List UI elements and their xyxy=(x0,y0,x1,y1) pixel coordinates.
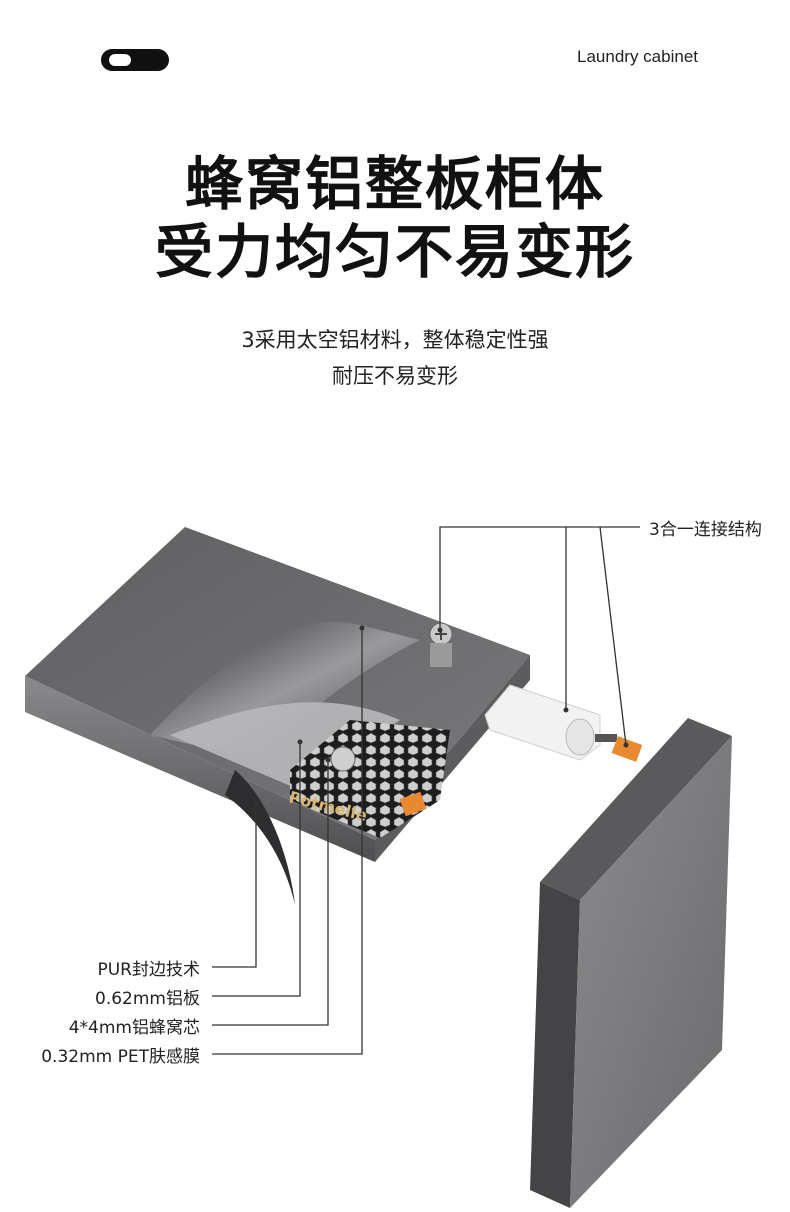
toggle-pill-icon xyxy=(101,49,169,71)
cam-connector xyxy=(484,684,643,762)
callout-pet-film: 0.32mm PET肤感膜 xyxy=(41,1047,200,1067)
headline-line-1: 蜂窝铝整板柜体 xyxy=(184,150,605,218)
side-panel xyxy=(530,718,732,1208)
category-label: Laundry cabinet xyxy=(577,47,698,66)
headline-line-2: 受力均匀不易变形 xyxy=(154,218,635,286)
leader-dots xyxy=(253,625,629,808)
leader-lines xyxy=(212,526,640,1055)
toggle-knob xyxy=(109,54,131,66)
callout-pur-edge: PUR封边技术 xyxy=(97,960,200,980)
main-panel: Potmelle xyxy=(25,527,530,905)
callout-honeycomb-core: 4*4mm铝蜂窝芯 xyxy=(68,1018,200,1038)
subtitle-line-1: 3采用太空铝材料，整体稳定性强 xyxy=(241,328,549,352)
subtitle-line-2: 耐压不易变形 xyxy=(332,364,458,388)
callout-connector-structure: 3合一连接结构 xyxy=(649,520,762,540)
callout-aluminum-plate: 0.62mm铝板 xyxy=(95,989,200,1009)
